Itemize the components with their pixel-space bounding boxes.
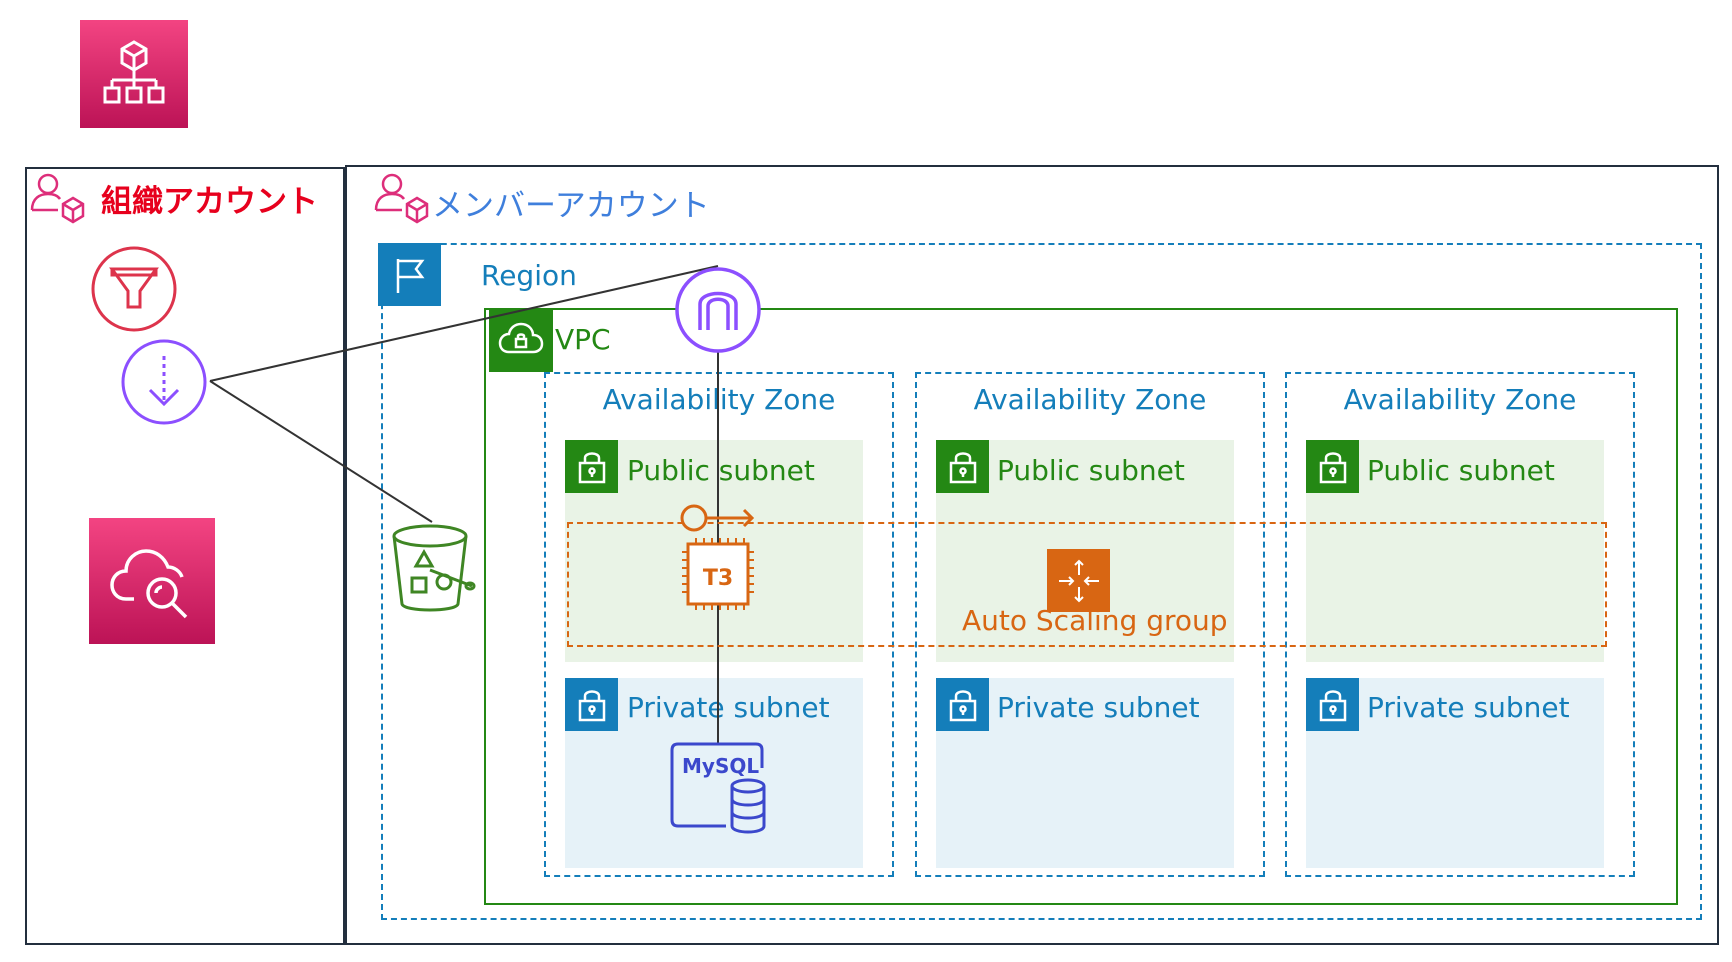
public-subnet-lock-icon	[936, 440, 989, 493]
member-account-icon	[372, 168, 432, 232]
organizations-icon	[80, 20, 188, 128]
auto-scaling-icon	[1047, 549, 1110, 612]
s3-bucket-icon	[390, 522, 476, 618]
availability-zone-title: Availability Zone	[1343, 383, 1577, 416]
org-account-icon	[28, 168, 88, 232]
private-subnet-lock-icon	[1306, 678, 1359, 731]
ec2-instance-icon	[672, 502, 764, 630]
ec2-instance-label: T3	[702, 566, 734, 591]
member-account-box	[345, 165, 1719, 945]
org-account-box	[25, 167, 345, 945]
public-subnet-label: Public subnet	[1367, 454, 1555, 487]
availability-zone-title: Availability Zone	[973, 383, 1207, 416]
private-subnet-label: Private subnet	[627, 691, 830, 724]
mysql-database-icon	[668, 742, 768, 842]
auto-scaling-group-title: Auto Scaling group	[962, 604, 1228, 637]
availability-zone-box	[915, 372, 1265, 877]
region-box	[381, 243, 1702, 920]
region-title: Region	[481, 259, 577, 292]
private-subnet-lock-icon	[565, 678, 618, 731]
member-account-title: メンバーアカウント	[432, 188, 710, 224]
availability-zone-box	[1285, 372, 1635, 877]
public-subnet-label: Public subnet	[997, 454, 1185, 487]
auto-scaling-group-box	[567, 522, 1607, 647]
vpc-title: VPC	[555, 323, 611, 356]
private-subnet-label: Private subnet	[1367, 691, 1570, 724]
internet-gateway-icon	[674, 266, 762, 358]
public-subnet-lock-icon	[565, 440, 618, 493]
mysql-database-label: MySQL	[682, 754, 760, 778]
cloudwatch-icon	[89, 518, 215, 644]
filter-icon	[90, 245, 178, 337]
availability-zone-title: Availability Zone	[602, 383, 836, 416]
private-subnet-lock-icon	[936, 678, 989, 731]
vpc-box	[484, 308, 1678, 905]
vpc-cloud-icon	[489, 308, 553, 372]
region-flag-icon	[378, 243, 441, 306]
public-subnet-label: Public subnet	[627, 454, 815, 487]
download-icon	[120, 338, 208, 430]
private-subnet-label: Private subnet	[997, 691, 1200, 724]
org-account-title: 組織アカウント	[101, 184, 318, 220]
availability-zone-box	[544, 372, 894, 877]
public-subnet-lock-icon	[1306, 440, 1359, 493]
